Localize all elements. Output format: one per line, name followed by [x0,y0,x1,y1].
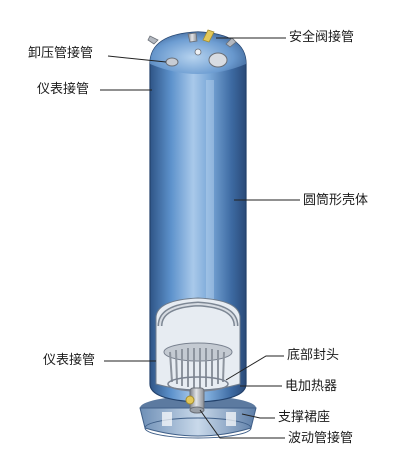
electric-heater-bundle [163,342,233,392]
label-relief-pipe: 卸压管接管 [28,46,94,61]
label-safety-valve-pipe: 安全阀接管 [289,30,355,45]
surge-line-nozzle [185,387,205,414]
bottom-cutaway [155,297,241,414]
label-support-skirt: 支撑裙座 [278,410,331,425]
label-instrument-pipe-top: 仪表接管 [37,82,90,97]
leader-bottom-head [225,355,284,381]
label-fluctuation-pipe: 波动管接管 [288,431,354,446]
leader-fluctuation [199,409,285,439]
leader-lines [100,37,300,439]
label-bottom-head: 底部封头 [287,348,340,363]
leader-relief-pipe [107,55,167,63]
label-cylindrical-shell: 圆筒形壳体 [303,193,369,208]
label-instrument-pipe-bottom: 仪表接管 [43,353,96,368]
label-electric-heater: 电加热器 [285,379,338,394]
leader-skirt [241,413,275,419]
top-nozzles [147,29,237,68]
